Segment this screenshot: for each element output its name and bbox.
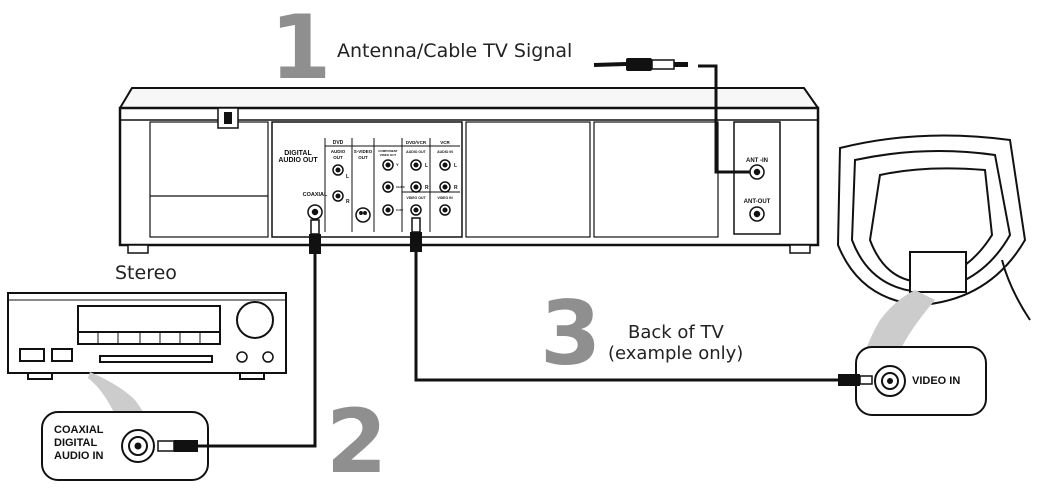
back-of-tv-label: Back of TV [628, 322, 724, 343]
stereo-receiver [7, 292, 287, 380]
panel-vcr-l-label: L [454, 163, 457, 169]
coaxial-input-jack [121, 429, 155, 463]
coaxial-label-line3: AUDIO IN [54, 450, 104, 462]
video-cable [410, 217, 873, 386]
video-in-jack [874, 365, 906, 397]
coaxial-label-line2: DIGITAL [54, 437, 98, 449]
panel-coaxial-label: COAXIAL [303, 192, 328, 198]
panel-vcr-video-in-label: VIDEO IN [437, 196, 453, 200]
step-1-number: 1 [270, 0, 332, 99]
antenna-cable [593, 58, 750, 174]
panel-dvd-audio-label: AUDIO [331, 149, 346, 154]
tv-callout [862, 290, 935, 362]
coaxial-audio-cable [157, 219, 321, 452]
panel-dvdvcr-r-label: R [425, 185, 429, 191]
panel-dvd-r-label: R [346, 199, 350, 205]
panel-vcr-label: VCR [440, 140, 450, 145]
coaxial-digital-audio-in-label: COAXIAL DIGITAL AUDIO IN [54, 424, 104, 463]
step-2-number: 2 [326, 390, 388, 493]
stereo-label: Stereo [115, 262, 177, 284]
tv-set [836, 134, 1031, 321]
panel-dvdvcr-video-out-label: VIDEO OUT [406, 196, 426, 200]
panel-cr-label: Cr/Pr [396, 208, 404, 212]
panel-component-video-out-label: VIDEO OUT [380, 153, 397, 157]
panel-audio-out-label: AUDIO OUT [278, 157, 318, 164]
panel-ant-in-label: ANT -IN [746, 158, 768, 164]
panel-dvdvcr-label: DVD/VCR [406, 140, 427, 145]
panel-dvdvcr-audio-out-label: AUDIO OUT [406, 150, 427, 154]
panel-cb-label: Cb/Pb [396, 185, 405, 189]
panel-component-label: COMPONENT [378, 149, 398, 153]
panel-ant-out-label: ANT-OUT [744, 199, 771, 205]
step-3-number: 3 [540, 282, 602, 385]
panel-dvd-out-label: OUT [333, 155, 343, 160]
panel-svideo-label: S-VIDEO [354, 149, 373, 154]
dvd-vcr-unit [118, 87, 820, 254]
panel-digital-label: DIGITAL [284, 150, 312, 157]
panel-vcr-r-label: R [454, 185, 458, 191]
panel-dividers [324, 138, 460, 232]
example-only-label: (example only) [608, 343, 744, 364]
antenna-signal-label: Antenna/Cable TV Signal [337, 40, 573, 62]
coaxial-label-line1: COAXIAL [54, 424, 104, 436]
panel-dvdvcr-l-label: L [425, 163, 428, 169]
panel-dvd-label: DVD [333, 140, 344, 146]
panel-svideo-out-label: OUT [358, 155, 368, 160]
panel-vcr-audio-in-label: AUDIO IN [437, 150, 453, 154]
panel-y-label: Y [396, 162, 399, 167]
panel-dvd-l-label: L [346, 174, 349, 180]
video-in-label: VIDEO IN [912, 375, 961, 387]
rear-panel-jacks [307, 159, 765, 223]
svideo-jack [355, 207, 371, 223]
